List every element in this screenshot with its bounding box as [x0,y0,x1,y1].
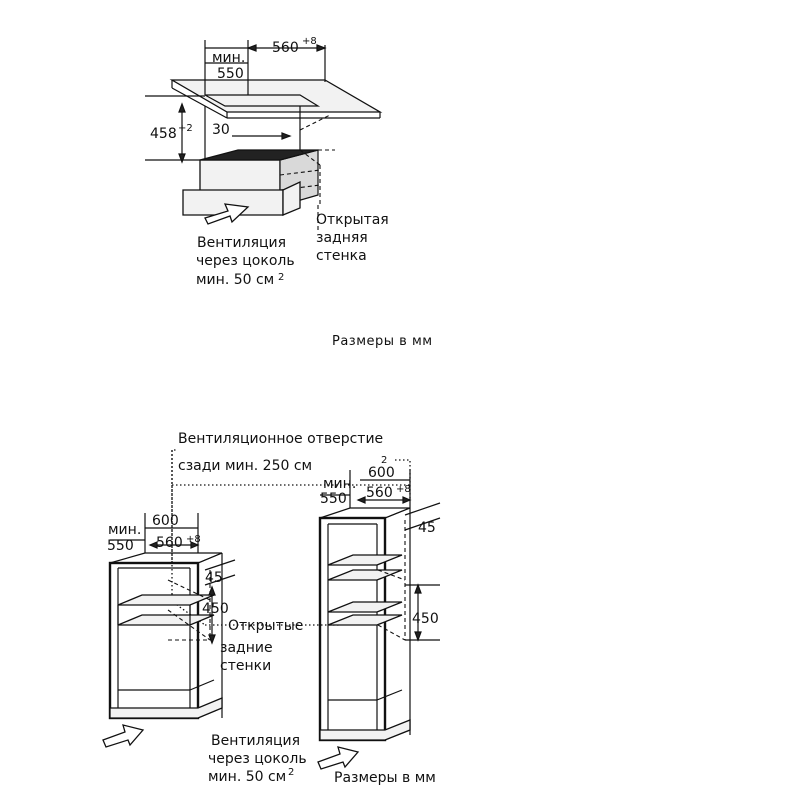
left-dim-600: 600 [152,513,179,529]
vent-hole-line-1: Вентиляционное отверстие [178,431,383,447]
right-dim-560-tolerance: +8 [396,484,411,495]
bottom-vent-line-3: мин. 50 см [208,769,286,785]
left-dimension-labels: 600 мин. 550 560 +8 45 450 [107,513,229,617]
bottom-ventilation-label: Вентиляция через цоколь мин. 50 см 2 [208,733,307,785]
vent-hole-superscript: 2 [381,455,387,466]
open-backs-line-2: задние [220,640,273,656]
right-ventilation-arrow [317,746,360,770]
left-tall-cabinet [102,513,236,748]
left-dim-560-tolerance: +8 [186,534,201,545]
right-dim-450: 450 [412,611,439,627]
open-backs-line-3: стенки [220,658,271,674]
left-dim-550: 550 [107,538,134,554]
left-dim-min-label: мин. [108,522,141,538]
top-dim-458: 458 [150,126,177,142]
ventilation-arrow [204,203,250,225]
open-backs-label: Открытые задние стенки [220,618,303,674]
top-open-back-line-2: задняя [316,230,368,246]
top-dim-550: 550 [217,66,244,82]
right-dim-560: 560 [366,485,393,501]
right-dim-min-label: мин. [323,476,356,492]
top-dim-min-label: мин. [212,50,245,66]
bottom-vent-line-1: Вентиляция [211,733,300,749]
bottom-vent-line-2: через цоколь [208,751,307,767]
undercounter-niche-diagram [145,40,383,230]
top-dim-458-tolerance: +2 [178,123,193,134]
open-backs-line-1: Открытые [228,618,303,634]
top-open-back-label: Открытая задняя стенка [316,212,389,264]
left-dim-560: 560 [156,535,183,551]
vent-hole-label: Вентиляционное отверстие сзади мин. 250 … [178,431,387,474]
bottom-vent-superscript: 2 [288,767,294,778]
top-dim-560: 560 [272,40,299,56]
right-dimension-labels: 600 мин. 550 560 +8 45 450 [320,465,439,627]
left-dim-450: 450 [202,601,229,617]
top-vent-superscript: 2 [278,272,284,283]
vent-hole-line-2: сзади мин. 250 см [178,458,312,474]
top-vent-line-3: мин. 50 см [196,272,274,288]
top-caption: Размеры в мм [332,334,433,349]
top-ventilation-label: Вентиляция через цоколь мин. 50 см 2 [196,235,295,288]
right-dim-45: 45 [418,520,436,536]
right-tall-cabinet [317,470,441,770]
top-vent-line-1: Вентиляция [197,235,286,251]
top-dim-30: 30 [212,122,230,138]
bottom-caption: Размеры в мм [334,770,436,786]
left-dim-45: 45 [205,570,223,586]
right-dim-600: 600 [368,465,395,481]
vent-hole-outline [169,449,411,626]
top-open-back-line-3: стенка [316,248,367,264]
top-dim-560-tolerance: +8 [302,36,317,47]
top-open-back-line-1: Открытая [316,212,389,228]
right-dim-550: 550 [320,491,347,507]
left-ventilation-arrow [102,724,145,748]
top-dimension-labels: мин. 550 560 +8 458 +2 30 [150,36,317,142]
top-vent-line-2: через цоколь [196,253,295,269]
